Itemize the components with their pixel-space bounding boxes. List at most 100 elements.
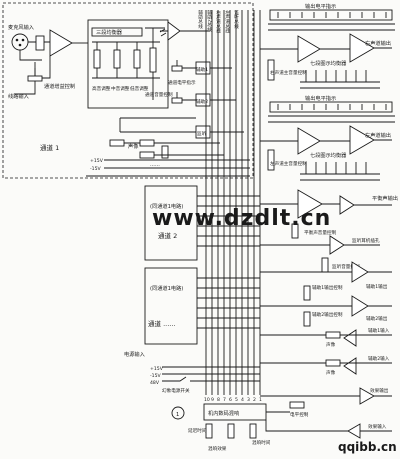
svg-text:7: 7	[223, 397, 226, 403]
l-out-amp	[349, 125, 375, 155]
site-watermark: www.dzdlt.cn	[152, 206, 331, 231]
svg-text:辅助总线: 辅助总线	[198, 9, 203, 29]
figure-number-circle	[171, 406, 185, 420]
fx-out-label: 效果输出	[370, 387, 389, 394]
svg-text:9: 9	[211, 397, 214, 403]
r-master-fader	[267, 59, 275, 81]
reverb-label: 机内数码混响	[208, 409, 239, 417]
svg-text:左声道总线: 左声道总线	[225, 9, 230, 33]
mon-phones-label: 监听耳机插孔	[352, 237, 380, 244]
channel-n-box	[144, 267, 198, 345]
eq7-r-sliders	[300, 70, 380, 89]
aux1-out-fader	[303, 285, 311, 301]
aux1-label: 辅助1	[196, 66, 208, 73]
svg-text:辅助2总线: 辅助2总线	[207, 9, 213, 32]
l-master-amp	[297, 127, 321, 155]
aux1-out-ctrl-label: 辅助1输出控制	[312, 284, 343, 291]
aux1-out-label: 辅助1输出	[366, 283, 388, 290]
mon-vol-label: 监听音量控制	[332, 263, 360, 270]
aux2-out-ctrl-label: 辅助2输出控制	[312, 311, 343, 318]
r-out-label: 右声道输出	[365, 39, 391, 47]
mon-fader	[321, 257, 329, 273]
dots-label: ......	[150, 162, 160, 168]
pan-pot	[161, 145, 169, 159]
corner-watermark: qqibb.cn	[338, 440, 397, 454]
aux1-pot	[171, 65, 183, 72]
mono-vol-label: 平衡声音量控制	[304, 229, 337, 236]
r-master-amp	[297, 35, 321, 63]
gain-ctrl-label: 通道增益控制	[44, 82, 75, 90]
channel-n-same-label: (同通道1电路)	[150, 284, 183, 292]
level-ctrl-label: 电平控制	[290, 411, 309, 418]
svg-text:10: 10	[204, 397, 210, 403]
pan-resistor	[109, 139, 125, 147]
eq3-label: 三段均衡器	[96, 28, 123, 36]
mic-preamp-block	[35, 35, 45, 51]
svg-text:监听总线: 监听总线	[234, 9, 239, 29]
svg-text:5: 5	[235, 397, 238, 403]
line-input-label: 线路输入	[8, 92, 29, 100]
channel1-enclosure	[2, 2, 254, 179]
aux2-pot	[171, 97, 183, 104]
monitor-label: 监听	[197, 130, 207, 137]
v-48-label: 48V	[150, 380, 160, 386]
l-out-label: 左声道输出	[365, 131, 391, 139]
aux2-out-label: 辅助2输出	[366, 315, 388, 322]
mic-preamp-amp	[49, 29, 73, 57]
bus-titles: 辅助总线 辅助2总线 右声道总线 左声道总线 监听总线	[198, 9, 239, 33]
out-level-ind-r-bar	[269, 9, 393, 21]
phantom-label: 幻象电源开关	[162, 387, 190, 394]
ch-buffer-amp	[167, 21, 181, 41]
eq-mid-label: 中音调整	[111, 85, 130, 92]
mono-fader	[291, 223, 299, 239]
aux2-label: 辅助2	[196, 98, 208, 105]
mon-amp	[329, 235, 345, 255]
v-p15-label: +15V	[150, 366, 164, 372]
svg-text:右声道总线: 右声道总线	[216, 9, 221, 33]
pan-r-label: 声像	[326, 341, 336, 348]
l-master-fader	[267, 149, 275, 171]
mono-out-label: 平衡声输出	[372, 194, 398, 202]
echo-time-label: 混响时间	[252, 439, 271, 446]
ch-level-label: 通道音量控制	[145, 91, 173, 98]
aux2-out-amp	[351, 295, 369, 317]
aux1-out-amp	[351, 261, 369, 283]
mic-input-label: 麦克风输入	[8, 23, 34, 31]
out-level-ind-l-label: 输出电平指示	[305, 94, 336, 102]
delay-time-label: 延迟时间	[188, 427, 207, 434]
fx-in-label: 效果输入	[368, 423, 387, 430]
eq3-box	[87, 19, 169, 109]
bus-bundle	[205, 10, 261, 395]
aux2-in-label: 辅助2输入	[368, 355, 390, 362]
eq7-r-label: 七段图示均衡器	[310, 59, 347, 67]
r-master-vol-label: 右声道主音量控制	[270, 69, 307, 76]
channel1-label: 通道 1	[40, 143, 59, 152]
channel2-box	[144, 185, 198, 261]
out-level-ind-l-bar	[269, 101, 393, 113]
eq7-l-label: 七段图示均衡器	[310, 151, 347, 159]
ch-fader	[149, 47, 157, 73]
gain-pot	[27, 75, 43, 82]
eq3-pots	[92, 41, 160, 79]
eq7-l-sliders	[300, 162, 380, 181]
svg-text:3: 3	[247, 397, 250, 403]
pan-label: 声像	[128, 142, 139, 150]
fx-in-amp	[347, 423, 361, 439]
m15-label: -15V	[90, 166, 102, 172]
ch-level-ind-label: 通道电平指示	[168, 79, 196, 86]
power-input-label: 电源输入	[124, 350, 145, 358]
l-master-vol-label: 左声道主音量控制	[270, 160, 307, 167]
svg-text:1: 1	[259, 397, 262, 403]
channel2-label: 通道 2	[158, 231, 177, 240]
svg-text:4: 4	[241, 397, 244, 403]
led-row-l	[277, 104, 387, 110]
eq-low-label: 低音调整	[130, 85, 149, 92]
channel2-same-label: (同通道1电路)	[150, 202, 183, 210]
svg-text:6: 6	[229, 397, 232, 403]
out-level-ind-r-label: 输出电平指示	[305, 2, 336, 10]
mic-xlr-connector	[11, 33, 29, 51]
svg-text:8: 8	[217, 397, 220, 403]
aux1-in-label: 辅助1输入	[368, 327, 390, 334]
